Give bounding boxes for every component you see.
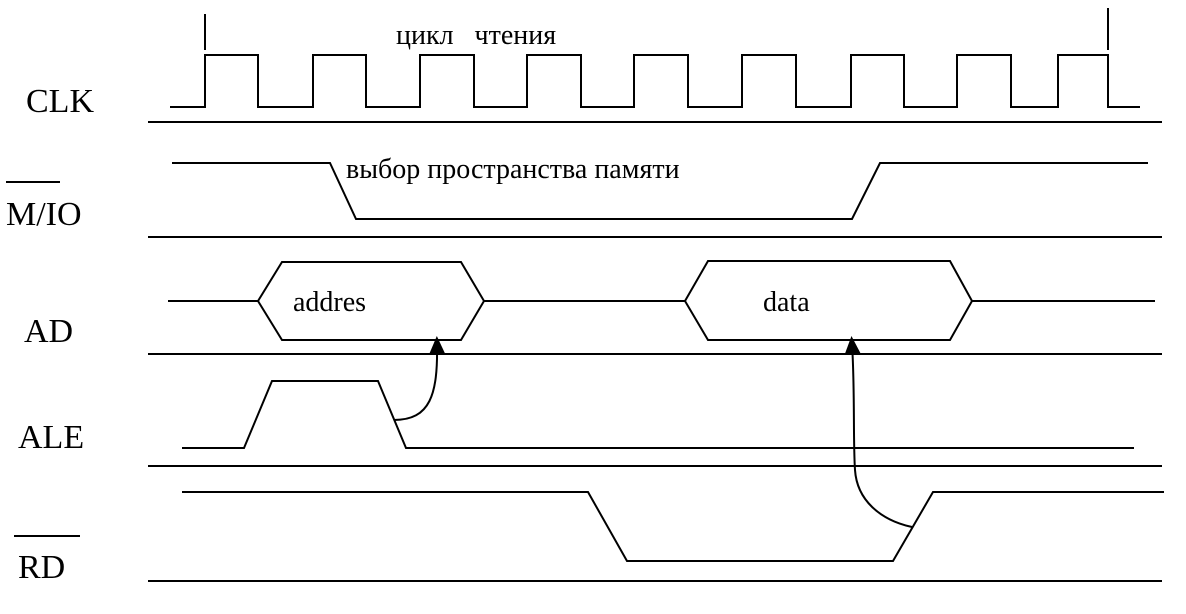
data-bus-hexagon (683, 260, 974, 341)
address-latch-arrow (393, 336, 446, 421)
data-read-arrow (844, 336, 913, 528)
data-annotation: data (763, 287, 810, 318)
memory-select-annotation: выбор пространства памяти (346, 154, 680, 185)
address-bus-hexagon (256, 261, 486, 341)
mio-label: M/IO (6, 196, 82, 233)
mio-waveform (172, 162, 1148, 220)
ale-waveform (182, 380, 1134, 449)
clk-label: CLK (26, 83, 94, 120)
ale-label: ALE (18, 419, 84, 456)
rd-waveform (182, 491, 1164, 562)
read-cycle-annotation: цикл чтения (396, 20, 556, 51)
clk-waveform (170, 54, 1140, 108)
ad-label: AD (24, 313, 73, 350)
rd-label: RD (18, 549, 65, 586)
address-annotation: addres (293, 287, 366, 318)
